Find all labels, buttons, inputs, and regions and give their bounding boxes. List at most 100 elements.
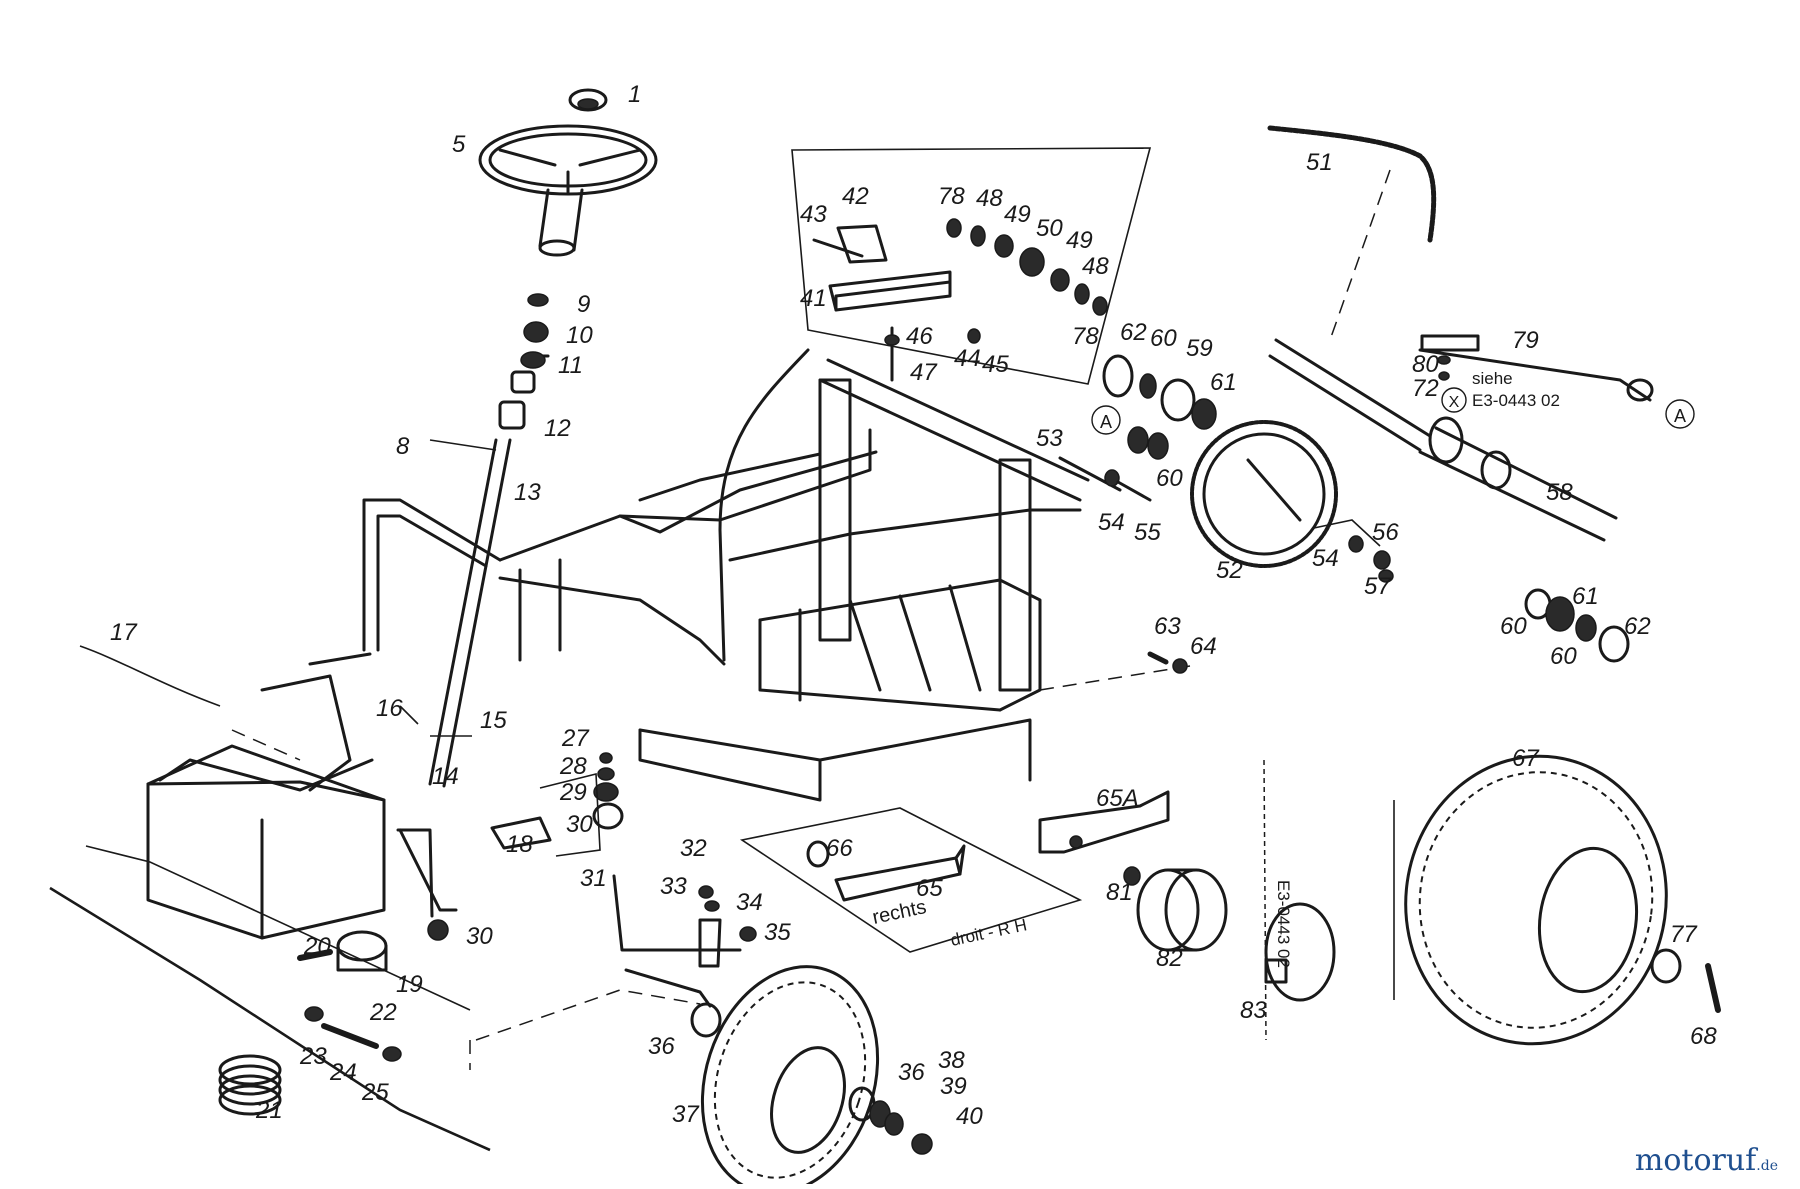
part-label: 39 xyxy=(940,1073,967,1100)
front-hoop xyxy=(362,498,502,652)
part-label: 36 xyxy=(648,1033,675,1060)
axle-58 xyxy=(1418,426,1618,542)
part-label: 11 xyxy=(558,352,583,379)
part-label: 44 xyxy=(954,345,981,372)
rear-wheel xyxy=(1393,754,1721,1046)
callout-x-text: X xyxy=(1449,394,1460,411)
pivot-19-body xyxy=(336,944,388,972)
part-label: 31 xyxy=(580,865,607,892)
bracket-65-tab xyxy=(954,844,966,876)
axle-flange xyxy=(1428,416,1464,464)
bushing-12b xyxy=(498,400,526,430)
part-label: 33 xyxy=(660,873,687,900)
part-label: 35 xyxy=(764,919,791,946)
bearing-61b xyxy=(1545,596,1575,632)
nut-25 xyxy=(382,1046,402,1062)
part-label: 58 xyxy=(1546,479,1573,506)
part-label: 78 xyxy=(938,183,965,210)
part-label: 30 xyxy=(566,811,593,838)
part-label: 37 xyxy=(672,1101,700,1128)
part-label: 61 xyxy=(1572,583,1599,610)
bearing-49b xyxy=(1050,268,1070,292)
part-label: 52 xyxy=(1216,557,1243,584)
callout-x xyxy=(1441,387,1467,413)
part-label: 48 xyxy=(1082,253,1109,280)
part-label: 55 xyxy=(1134,519,1161,546)
rear-tire-67 xyxy=(1404,754,1668,1046)
part-label: 10 xyxy=(566,322,593,349)
lead-front xyxy=(231,729,301,761)
rear-basket-front xyxy=(758,618,1002,712)
sprocket-52-inner xyxy=(1202,432,1326,556)
cable-21 xyxy=(49,886,491,1152)
hub-77 xyxy=(1650,948,1682,984)
bearing-62a xyxy=(1102,354,1134,398)
front-hoop-inner xyxy=(376,514,488,652)
part-label: 16 xyxy=(376,695,403,722)
washer-46 xyxy=(884,334,900,346)
rear-basket-ribs xyxy=(798,584,982,702)
seat-bracket-inset xyxy=(791,147,1152,385)
siehe-ref: E3-0443 02 xyxy=(1472,391,1560,410)
part-label: 15 xyxy=(480,707,507,734)
callout-a-right-text: A xyxy=(1674,406,1686,426)
part-label: 61 xyxy=(1210,369,1237,396)
bushing-36a xyxy=(690,1002,722,1038)
drum-82-face xyxy=(1164,868,1228,952)
part-label: 59 xyxy=(1186,335,1213,362)
washer-39 xyxy=(884,1112,904,1136)
vertical-ref: E3-0443 02 xyxy=(1274,880,1293,968)
part-label: 57 xyxy=(1364,573,1392,600)
floor-pan-edge xyxy=(638,728,822,802)
part-label: 8 xyxy=(396,433,410,460)
lower-left-linkage xyxy=(49,729,757,1152)
washer-48a xyxy=(970,225,986,247)
steering-wheel xyxy=(478,124,658,196)
part-label: 64 xyxy=(1190,633,1217,660)
part-label: 54 xyxy=(1098,509,1125,536)
callout-a-left xyxy=(1091,405,1121,435)
part-label: 41 xyxy=(800,285,827,312)
part-label: 82 xyxy=(1156,945,1183,972)
part-label: 13 xyxy=(514,479,541,506)
part-label: 12 xyxy=(544,415,571,442)
lead-linkage xyxy=(475,989,701,1041)
part-label: 51 xyxy=(1306,149,1333,176)
front-box-top xyxy=(146,744,386,802)
part-label: 29 xyxy=(559,779,587,806)
part-label: 77 xyxy=(1670,921,1698,948)
part-label: 60 xyxy=(1150,325,1177,352)
bracket-34 xyxy=(698,918,722,968)
part-label: 49 xyxy=(1066,227,1093,254)
spacer-66 xyxy=(806,840,830,868)
part-label: 66 xyxy=(826,835,853,862)
washer-78a xyxy=(946,218,962,238)
chassis-cross-2 xyxy=(728,508,1082,562)
steering-shaft xyxy=(428,438,512,788)
nut-56 xyxy=(1373,550,1391,570)
pin-68 xyxy=(1705,963,1721,1013)
nut-35 xyxy=(739,926,757,942)
washer-60a xyxy=(1139,373,1157,399)
part-label: 28 xyxy=(559,753,587,780)
bearing-61a xyxy=(1191,398,1217,430)
washer-11 xyxy=(520,351,546,369)
part-label: 27 xyxy=(561,725,590,752)
bushing-30 xyxy=(592,802,624,830)
brand-tld: .de xyxy=(1756,1158,1778,1174)
spring-29 xyxy=(593,782,619,802)
steering-cap-center xyxy=(577,98,599,110)
nut-44 xyxy=(967,328,981,344)
part-label: 25 xyxy=(361,1079,389,1106)
brand-name: motoruf xyxy=(1634,1143,1757,1178)
bolt-63 xyxy=(1147,651,1169,665)
upright-left xyxy=(818,378,852,642)
spring-10 xyxy=(523,321,549,343)
front-rim xyxy=(770,1046,846,1154)
nut-57 xyxy=(1378,569,1394,583)
lead-vertical-ref xyxy=(1263,759,1267,1041)
spring-21d xyxy=(218,1084,282,1116)
part-label: 17 xyxy=(110,619,138,646)
floor-bracket-area xyxy=(739,651,1191,953)
drum-82-body xyxy=(1166,868,1198,952)
